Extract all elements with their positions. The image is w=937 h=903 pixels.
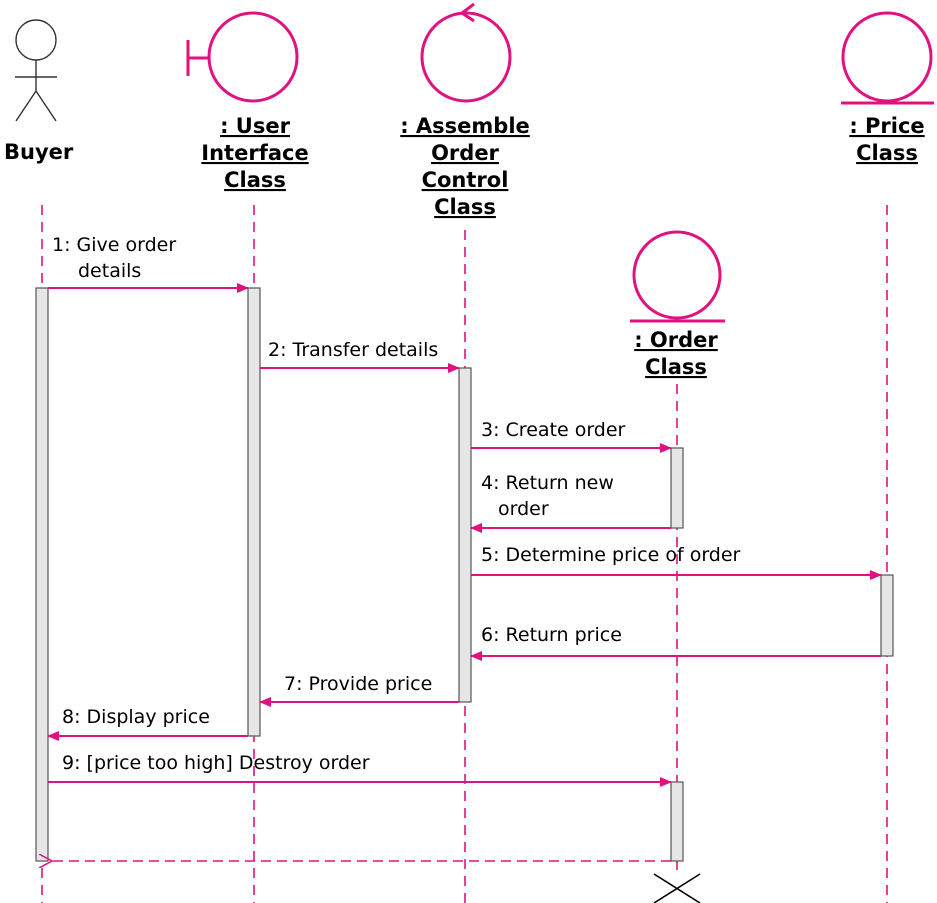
participant-control-line3: Control — [422, 168, 509, 192]
activation-buyer — [35, 287, 49, 862]
entity-icon-price — [841, 11, 934, 105]
control-icon — [420, 2, 512, 103]
destroy-x-icon — [653, 873, 701, 903]
message-arrows — [48, 283, 882, 861]
message-labels: 1: Give order details 2: Transfer detail… — [52, 234, 741, 774]
boundary-icon — [186, 11, 299, 103]
activation-price — [880, 574, 894, 657]
activation-order-1 — [670, 447, 684, 529]
participant-price-line1: : Price — [849, 114, 924, 138]
participant-label-price: : Price Class — [849, 114, 924, 165]
svg-text:Buyer: Buyer — [4, 140, 74, 164]
activation-ui — [247, 287, 261, 737]
participant-label-control: : Assemble Order Control Class — [400, 114, 530, 219]
message-7-label: 7: Provide price — [284, 673, 432, 695]
participant-order-line1: : Order — [634, 328, 718, 352]
entity-icon-order — [630, 230, 725, 323]
activation-control — [458, 367, 472, 703]
message-9-label: 9: [price too high] Destroy order — [62, 752, 370, 774]
message-8-label: 8: Display price — [62, 706, 210, 728]
message-5-label: 5: Determine price of order — [481, 544, 741, 566]
participant-ui-line2: Interface — [201, 141, 308, 165]
participant-price-line2: Class — [856, 141, 918, 165]
message-4-label-line1: 4: Return new — [481, 472, 614, 494]
activation-bars — [35, 287, 894, 862]
message-1-label-line2: details — [78, 260, 141, 282]
participant-label-ui: : User Interface Class — [201, 114, 308, 192]
participant-control-line1: : Assemble — [400, 114, 530, 138]
participant-order-line2: Class — [645, 355, 707, 379]
participant-buyer-line: Buyer — [4, 140, 74, 164]
participant-label-buyer: Buyer — [4, 140, 74, 164]
message-6-label: 6: Return price — [481, 624, 622, 646]
participant-control-line4: Class — [434, 195, 496, 219]
message-4-label-line2: order — [498, 498, 549, 520]
actor-icon — [15, 19, 57, 122]
activation-order-2 — [670, 781, 684, 862]
participant-control-line2: Order — [431, 141, 499, 165]
message-3-label: 3: Create order — [481, 419, 626, 441]
message-2-label: 2: Transfer details — [268, 339, 438, 361]
participant-ui-line3: Class — [224, 168, 286, 192]
participant-ui-line1: : User — [220, 114, 291, 138]
message-1-label-line1: 1: Give order — [52, 234, 176, 256]
participant-label-order: : Order Class — [634, 328, 718, 379]
